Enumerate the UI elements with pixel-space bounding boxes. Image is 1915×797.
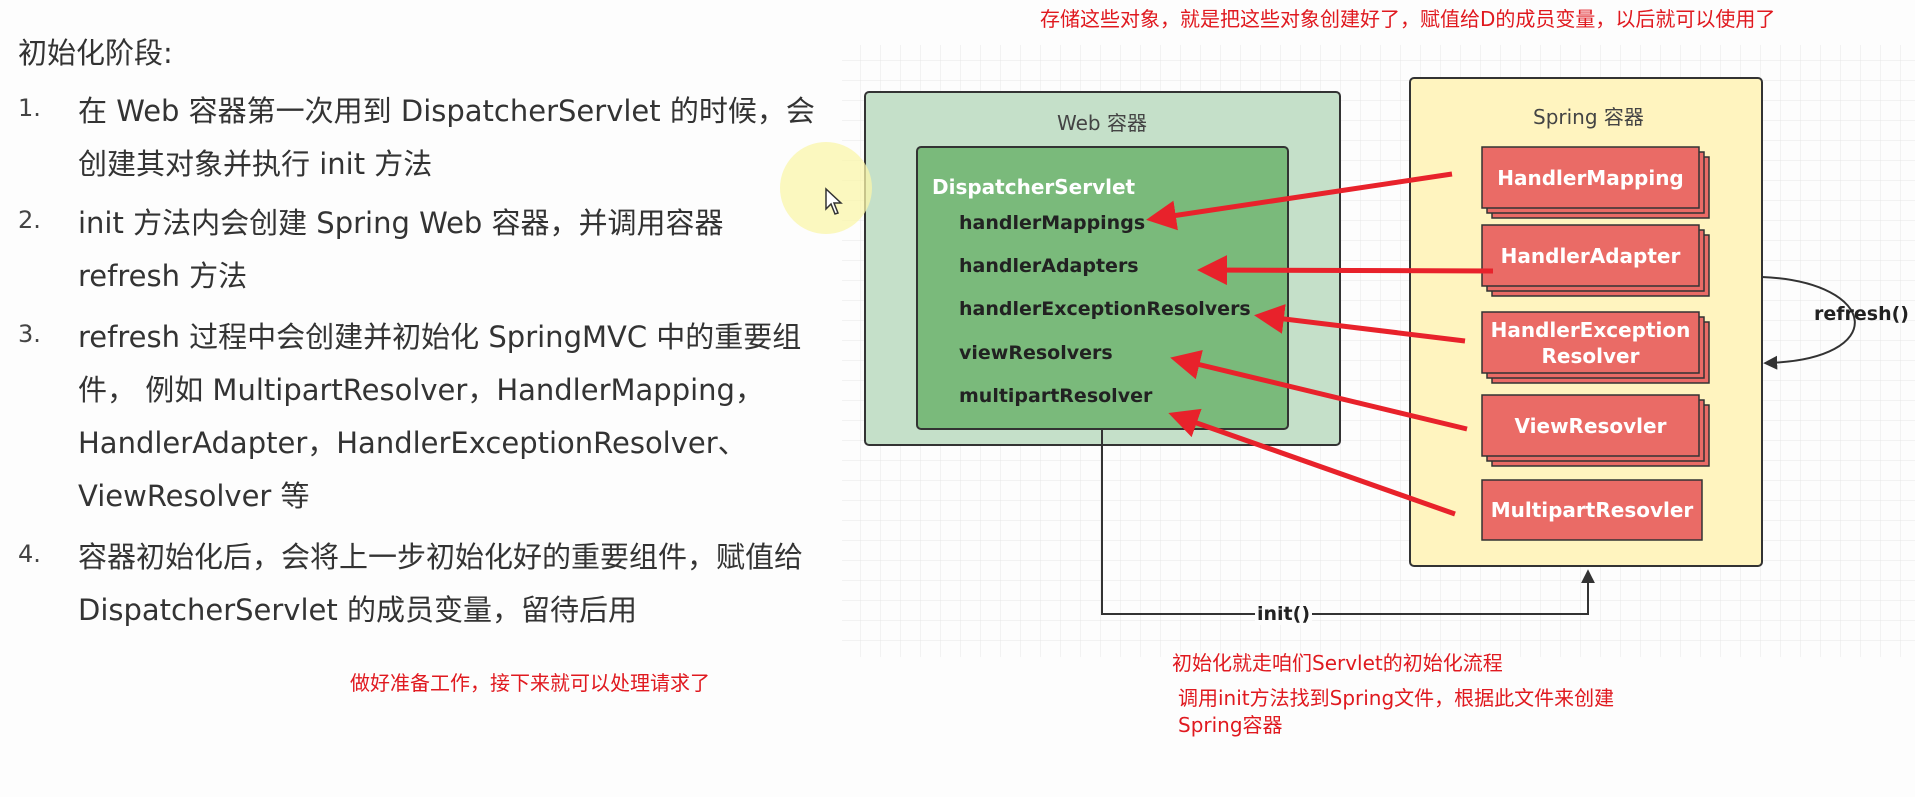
step-text: HandlerAdapter，HandlerExceptionResolver、 [78, 426, 747, 460]
arrow-handler-mapping [1146, 171, 1453, 231]
init-annotation: 初始化就走咱们Servlet的初始化流程 [1172, 651, 1503, 675]
step-number: 2. [18, 206, 41, 234]
dispatcher-field: handlerAdapters [959, 255, 1139, 277]
web-container-label: Web 容器 [1057, 111, 1147, 135]
dispatcher-field: handlerMappings [959, 212, 1146, 234]
step-number: 4. [18, 540, 41, 568]
arrow-view-resolver [1170, 350, 1468, 432]
component-label: HandlerMapping [1497, 165, 1684, 190]
refresh-label: refresh() [1814, 303, 1909, 325]
init-connector-arrow [1101, 429, 1595, 615]
arrow-handler-adapter [1197, 255, 1494, 286]
refresh-loop-arrow [1761, 276, 1856, 370]
component-stack-handler-exception-resolver [1481, 311, 1710, 384]
dispatcher-field: viewResolvers [959, 342, 1113, 364]
step-text: 容器初始化后，会将上一步初始化好的重要组件，赋值给 [78, 540, 804, 574]
dispatcher-field: handlerExceptionResolvers [959, 298, 1251, 320]
section-title: 初始化阶段: [18, 36, 173, 70]
step-number: 1. [18, 94, 41, 122]
step-text: refresh 方法 [78, 259, 248, 293]
component-stack-view-resolver [1481, 394, 1710, 467]
component-stack-handler-mapping [1481, 146, 1710, 219]
component-label: ViewResovler [1514, 413, 1667, 438]
arrow-handler-exception-resolver [1254, 304, 1466, 344]
step-text: ViewResolver 等 [78, 479, 310, 513]
step-text: 件， 例如 MultipartResolver，HandlerMapping， [78, 373, 764, 407]
component-label: HandlerAdapter [1500, 243, 1681, 268]
step-text: init 方法内会创建 Spring Web 容器，并调用容器 [78, 206, 724, 240]
step-text: DispatcherServlet 的成员变量，留待后用 [78, 593, 637, 627]
step-text: 在 Web 容器第一次用到 DispatcherServlet 的时候，会 [78, 94, 815, 128]
step-number: 3. [18, 320, 41, 348]
init-label: init() [1255, 603, 1313, 625]
step-text: 创建其对象并执行 init 方法 [78, 147, 433, 181]
top-annotation: 存储这些对象，就是把这些对象创建好了，赋值给D的成员变量，以后就可以使用了 [1040, 7, 1776, 31]
spring-container-label: Spring 容器 [1533, 105, 1644, 129]
spring-annotation-line2: Spring容器 [1178, 713, 1283, 737]
component-stack-handler-adapter [1481, 224, 1710, 297]
mouse-cursor-icon [825, 187, 843, 215]
dispatcher-servlet-title: DispatcherServlet [932, 175, 1136, 199]
dispatcher-field: multipartResolver [959, 385, 1153, 407]
component-label: HandlerException Resolver [1490, 317, 1691, 368]
spring-annotation-line1: 调用init方法找到Spring文件，根据此文件来创建 [1178, 686, 1615, 710]
bottom-note: 做好准备工作，接下来就可以处理请求了 [350, 671, 710, 695]
component-label: MultipartResovler [1490, 498, 1694, 522]
step-text: refresh 过程中会创建并初始化 SpringMVC 中的重要组 [78, 320, 802, 354]
component-box-multipart-resolver [1481, 479, 1703, 541]
arrow-multipart-resolver [1168, 408, 1456, 517]
